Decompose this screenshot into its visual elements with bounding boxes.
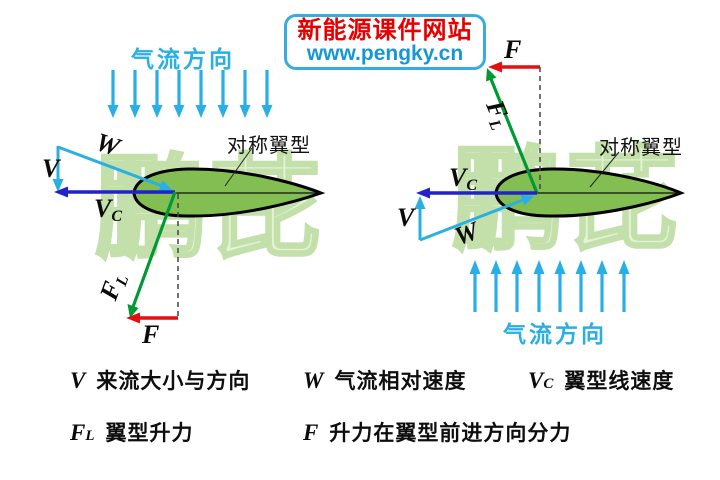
- left-airfoil-label: 对称翼型: [227, 135, 311, 157]
- left-vector-fl-arrow-icon: [127, 191, 177, 318]
- site-url-link[interactable]: www.pengky.cn: [306, 42, 464, 66]
- right-vector-fl-arrow-icon: [486, 68, 539, 194]
- right-airflow-direction-label: 气流方向: [503, 321, 607, 347]
- right-vector-f-arrow-icon: [488, 61, 540, 73]
- left-vector-v-arrow-icon: [52, 146, 64, 192]
- left-vector-vc-label: VC: [94, 194, 123, 226]
- left-vector-v-label: V: [42, 154, 60, 183]
- legend-item-v: V 来流大小与方向: [70, 368, 251, 393]
- left-airflow-arrows-down-icon: [107, 70, 273, 118]
- right-vector-vc-label: VC: [449, 163, 478, 195]
- legend-item-f: F 升力在翼型前进方向分力: [303, 420, 572, 445]
- right-vector-v-label: V: [397, 203, 415, 232]
- site-banner: 新能源课件网站 www.pengky.cn: [284, 14, 486, 71]
- right-vector-vc-arrow-icon: [416, 187, 537, 199]
- right-airfoil-label: 对称翼型: [599, 137, 683, 159]
- right-vector-f-label: F: [504, 35, 522, 64]
- left-vector-w-label: W: [92, 127, 124, 162]
- right-vector-v-arrow-icon: [414, 196, 426, 240]
- left-airfoil: [132, 167, 326, 218]
- left-airfoil-pointer-line: [224, 147, 253, 187]
- legend-item-w: W 气流相对速度: [303, 368, 467, 393]
- right-airflow-arrows-up-icon: [469, 260, 630, 312]
- left-vector-fl-label: FL: [93, 273, 133, 304]
- right-airfoil-pointer-line: [589, 151, 620, 188]
- right-vector-fl-label: FL: [480, 96, 514, 133]
- left-vector-f-label: F: [142, 320, 160, 349]
- right-vector-w-label: W: [450, 215, 483, 252]
- right-vector-w-arrow-icon: [419, 195, 534, 242]
- left-vector-w-arrow-icon: [57, 145, 172, 192]
- left-vector-vc-arrow-icon: [54, 186, 175, 198]
- left-airflow-direction-label: 气流方向: [131, 46, 235, 72]
- site-title: 新能源课件网站: [297, 17, 473, 44]
- left-vector-f-arrow-icon: [126, 312, 178, 324]
